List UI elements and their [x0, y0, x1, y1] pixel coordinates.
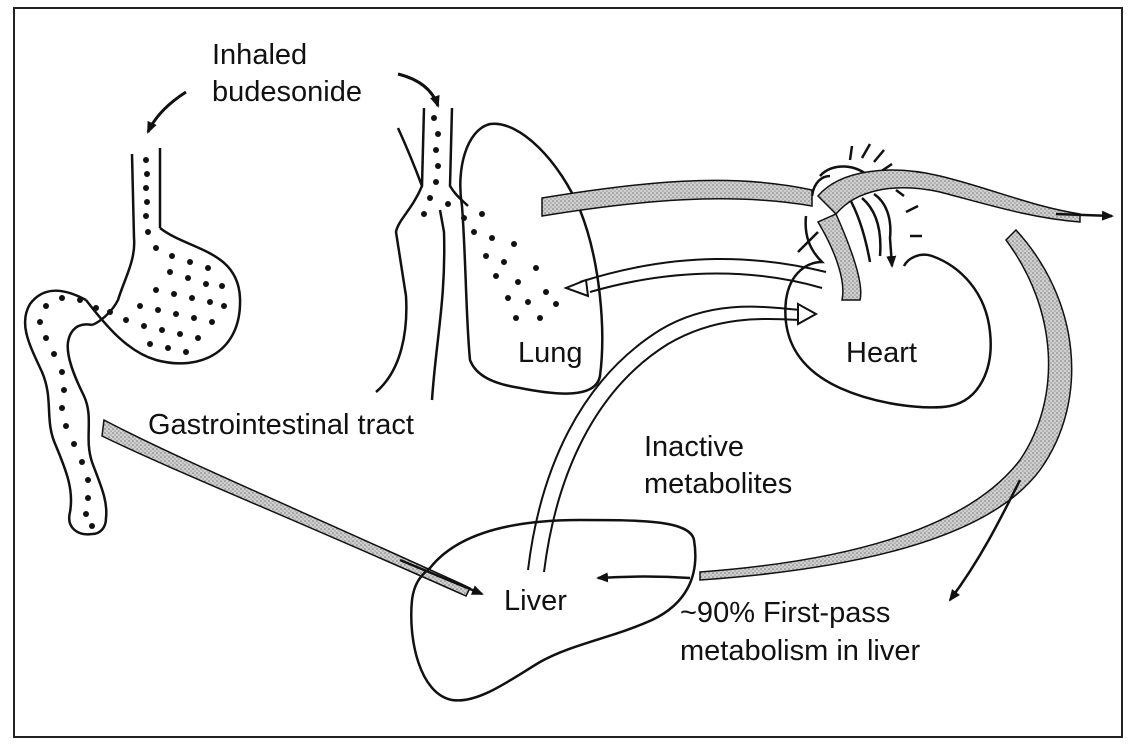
portal-to-liver-band [102, 420, 470, 596]
trachea [376, 108, 468, 400]
liver-label: Liver [504, 584, 567, 618]
arrow-to-liver-left [400, 560, 482, 594]
inhaled-arrow-right [398, 74, 438, 106]
inhaled-label-line2: budesonide [212, 75, 362, 109]
inactive-metabolites-line2: metabolites [644, 467, 792, 501]
inhaled-arrow-left [148, 92, 186, 132]
gi-tract-label: Gastrointestinal tract [148, 408, 414, 442]
first-pass-line2: metabolism in liver [680, 634, 920, 668]
first-pass-line1: ~90% First-pass [680, 596, 890, 630]
inhaled-label-line1: Inhaled [212, 38, 307, 72]
inactive-metabolites-line1: Inactive [644, 430, 744, 464]
heart-label: Heart [846, 336, 917, 370]
lung-label: Lung [518, 336, 583, 370]
arrow-to-liver-right [598, 577, 690, 579]
